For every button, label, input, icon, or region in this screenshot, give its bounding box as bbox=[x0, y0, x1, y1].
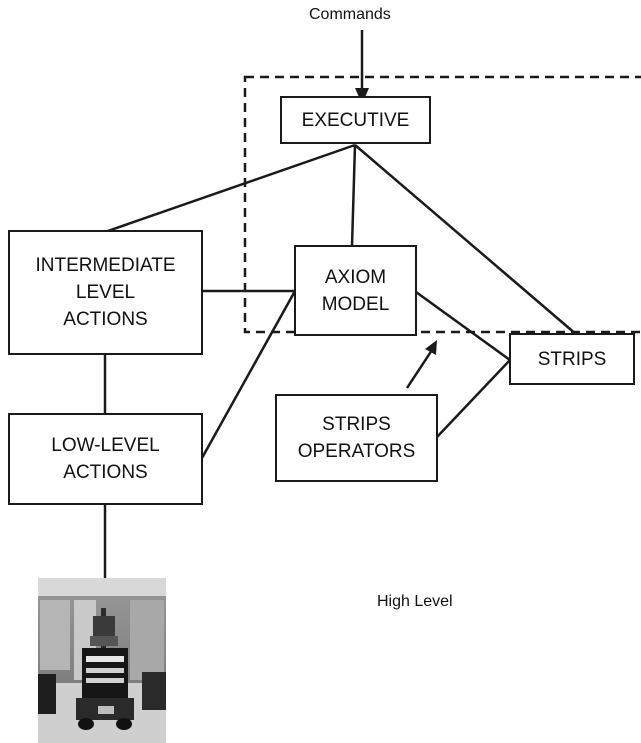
lowlevel-to-axiom-line bbox=[200, 290, 297, 459]
low-level-actions-label: LOW-LEVEL ACTIONS bbox=[51, 435, 160, 483]
axiom-model-label: AXIOM MODEL bbox=[321, 266, 390, 315]
executive-box: EXECUTIVE bbox=[280, 96, 431, 144]
strips-box: STRIPS bbox=[509, 333, 635, 385]
strips-operators-box: STRIPS OPERATORS bbox=[275, 394, 438, 482]
low-level-actions-box: LOW-LEVEL ACTIONS bbox=[8, 413, 203, 505]
operators-to-strips-line bbox=[436, 359, 511, 438]
axiom-to-strips-line bbox=[415, 290, 511, 362]
high-level-label: High Level bbox=[377, 593, 453, 610]
strips-label: STRIPS bbox=[537, 348, 607, 370]
high-level-arrowhead bbox=[425, 340, 437, 355]
strips-operators-label: STRIPS OPERATORS bbox=[297, 414, 416, 462]
intermediate-level-actions-box: INTERMEDIATE LEVEL ACTIONS bbox=[8, 230, 203, 355]
robot-photo bbox=[38, 578, 166, 743]
commands-label: Commands bbox=[309, 6, 391, 23]
axiom-model-box: AXIOM MODEL bbox=[294, 245, 417, 336]
exec-to-intermediate-line bbox=[104, 143, 356, 234]
exec-to-strips-line bbox=[354, 144, 578, 336]
exec-to-axiom-line bbox=[350, 144, 357, 247]
intermediate-level-actions-label: INTERMEDIATE LEVEL ACTIONS bbox=[35, 255, 176, 330]
high-level-arrow-line bbox=[405, 349, 434, 389]
executive-label: EXECUTIVE bbox=[301, 109, 410, 131]
high-level-boundary bbox=[243, 75, 641, 334]
